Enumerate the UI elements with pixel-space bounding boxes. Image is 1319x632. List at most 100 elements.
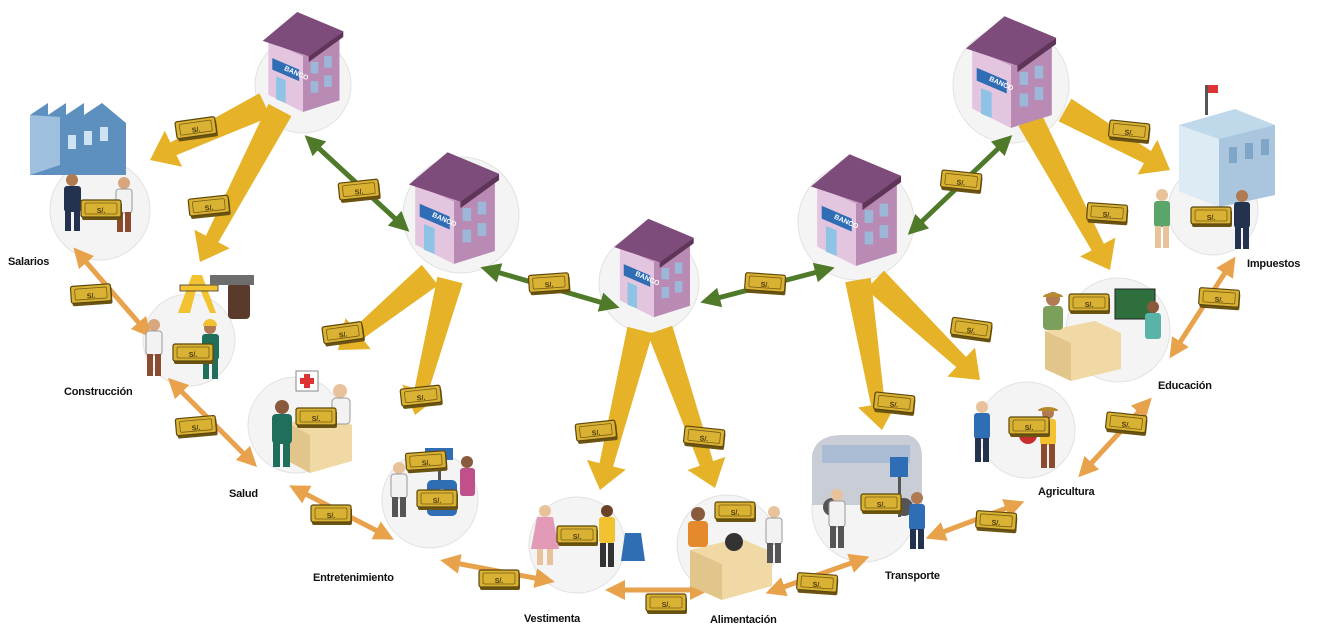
bank-building-icon: BANCO [614, 218, 694, 318]
bill-symbol: S/. [1102, 212, 1111, 220]
sector-label-educacion: Educación [1158, 380, 1212, 392]
bill-symbol: S/. [812, 582, 821, 590]
sector-label-salarios: Salarios [8, 256, 50, 268]
flow-arrow [402, 276, 463, 415]
sector-label-transporte: Transporte [885, 570, 940, 582]
bank-building-icon: BANCO [262, 12, 344, 112]
money-bill-icon: S/. [1008, 416, 1051, 438]
bill-symbol: S/. [1085, 302, 1094, 309]
money-bill-icon: S/. [310, 504, 353, 526]
bill-symbol: S/. [338, 332, 348, 340]
money-bill-icon: S/. [174, 115, 219, 143]
flow-arrow [194, 103, 292, 263]
workers-exchange-taxes [1154, 189, 1250, 249]
money-bill-icon: S/. [404, 450, 449, 475]
money-bill-icon: S/. [743, 271, 788, 296]
bank-building-icon: BANCO [965, 16, 1057, 128]
money-bill-icon: S/. [974, 509, 1019, 534]
money-bill-icon: S/. [860, 493, 903, 515]
bill-symbol: S/. [312, 416, 321, 423]
exchange-arrow [925, 499, 1025, 541]
bill-symbol: S/. [433, 498, 442, 505]
money-bill-icon: S/. [949, 316, 994, 344]
money-bill-icon: S/. [556, 525, 599, 547]
bill-symbol: S/. [573, 534, 582, 541]
bill-symbol: S/. [760, 282, 769, 290]
bill-symbol: S/. [991, 520, 1000, 528]
money-bill-icon: S/. [295, 407, 338, 429]
bill-symbol: S/. [495, 578, 504, 585]
bill-symbol: S/. [417, 395, 426, 403]
flow-arrow [647, 325, 726, 488]
food-icon [688, 506, 783, 600]
money-bill-icon: S/. [478, 569, 521, 591]
money-bill-icon: S/. [187, 194, 232, 220]
bill-symbol: S/. [192, 425, 201, 433]
money-bill-icon: S/. [645, 593, 688, 615]
government-building-icon [1179, 85, 1275, 207]
bill-symbol: S/. [422, 460, 431, 468]
sector-label-entretenimiento: Entretenimiento [313, 572, 394, 584]
bill-symbol: S/. [97, 208, 106, 215]
money-bill-icon: S/. [872, 391, 917, 417]
sector-label-alimentacion: Alimentación [710, 614, 777, 626]
sector-label-salud: Salud [229, 488, 258, 500]
money-bill-icon: S/. [399, 384, 444, 410]
bill-symbol: S/. [545, 282, 554, 290]
flow-arrow [1018, 113, 1116, 271]
bill-symbol: S/. [1124, 129, 1133, 137]
bill-symbol: S/. [1121, 421, 1130, 429]
money-bill-icon: S/. [1068, 293, 1111, 315]
money-bill-icon: S/. [321, 320, 366, 348]
money-bill-icon: S/. [795, 571, 840, 596]
bill-symbol: S/. [592, 430, 601, 438]
flow-arrow [845, 277, 898, 430]
money-bill-icon: S/. [337, 178, 382, 204]
bank-building-icon: BANCO [810, 154, 902, 266]
money-bill-icon: S/. [80, 199, 123, 221]
bill-symbol: S/. [327, 513, 336, 520]
bill-symbol: S/. [355, 189, 364, 197]
sector-label-impuestos: Impuestos [1247, 258, 1301, 270]
money-bill-icon: S/. [1085, 201, 1130, 226]
bank-building-icon: BANCO [408, 152, 500, 264]
money-bill-icon: S/. [527, 272, 572, 297]
factory-icon [30, 103, 126, 175]
bill-symbol: S/. [956, 179, 965, 187]
workers-exchange-salary [64, 174, 133, 232]
money-bill-icon: S/. [682, 425, 727, 451]
bill-symbol: S/. [87, 293, 96, 301]
money-bill-icon: S/. [939, 169, 984, 195]
money-bill-icon: S/. [1197, 286, 1242, 311]
exchange-arrow [73, 247, 152, 338]
bill-symbol: S/. [699, 435, 708, 443]
money-bill-icon: S/. [1104, 411, 1149, 437]
money-bill-icon: S/. [69, 283, 114, 308]
bill-symbol: S/. [731, 510, 740, 517]
money-bill-icon: S/. [1107, 119, 1152, 145]
bill-symbol: S/. [189, 352, 198, 359]
sector-label-vestimenta: Vestimenta [524, 613, 581, 625]
health-icon [272, 370, 352, 473]
construction-icon [178, 275, 254, 319]
flow-arrow [586, 326, 653, 490]
education-icon [1043, 288, 1161, 381]
money-bill-icon: S/. [714, 501, 757, 523]
bill-symbol: S/. [1207, 215, 1216, 222]
clothing-icon [531, 505, 645, 567]
money-bill-icon: S/. [174, 414, 219, 440]
bill-symbol: S/. [191, 127, 201, 135]
money-bill-icon: S/. [1190, 206, 1233, 228]
money-bill-icon: S/. [416, 489, 459, 511]
bill-symbol: S/. [889, 401, 898, 409]
money-bill-icon: S/. [574, 419, 619, 445]
workers-exchange-transport [828, 489, 925, 549]
money-bill-icon: S/. [172, 343, 215, 365]
bill-symbol: S/. [966, 327, 976, 335]
workers-exchange-construction [145, 319, 219, 379]
bill-symbol: S/. [877, 502, 886, 509]
bill-symbol: S/. [205, 205, 214, 213]
bill-symbol: S/. [1214, 297, 1223, 305]
sector-label-construccion: Construcción [64, 386, 133, 398]
